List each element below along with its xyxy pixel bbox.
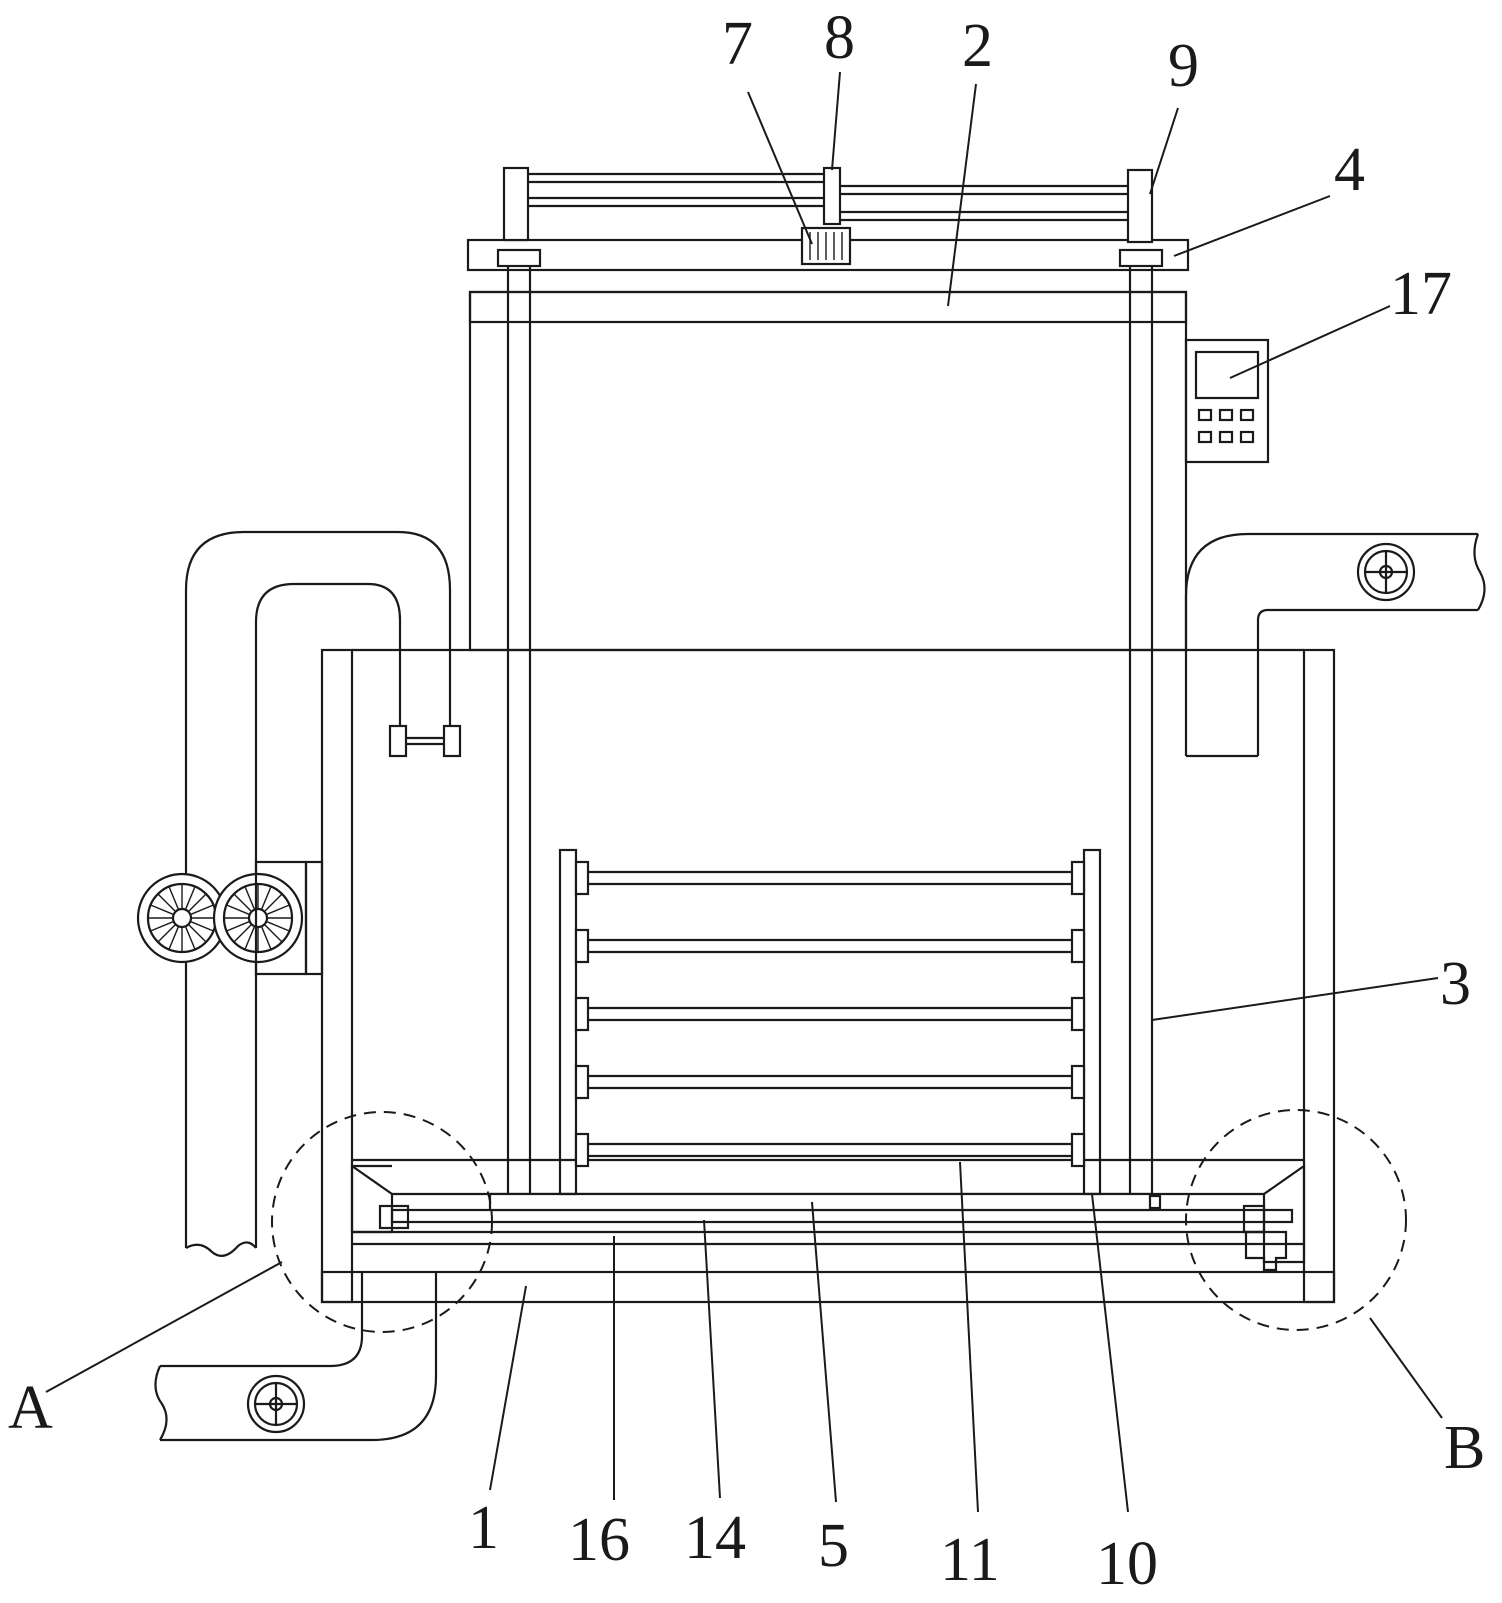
roller: [574, 1064, 1086, 1100]
label-14: 14: [684, 1504, 746, 1572]
rollers: [574, 860, 1086, 1168]
label-17: 17: [1390, 260, 1452, 328]
leader-lines: [45, 71, 1443, 1513]
label-7: 7: [722, 10, 753, 78]
label-3: 3: [1440, 950, 1471, 1018]
label-10: 10: [1096, 1530, 1158, 1598]
lifting-plate: [488, 1192, 1152, 1212]
labels: 7 8 2 9 4 17 3 A B 1 16 14 5 11 10: [8, 4, 1485, 1598]
detail-circle-b: [1185, 1109, 1407, 1331]
detail-circle-a: [271, 1111, 493, 1333]
label-8: 8: [824, 4, 855, 72]
screw-rod-left: [496, 248, 542, 1210]
label-11: 11: [940, 1526, 1000, 1594]
label-5: 5: [818, 1512, 849, 1580]
roller: [574, 860, 1086, 896]
screw-rod-right: [1118, 248, 1164, 1210]
right-outlet-pipe: [1184, 532, 1486, 758]
drive-belts: [502, 166, 1154, 244]
control-panel: [1184, 338, 1270, 464]
left-inlet-pipe: [184, 530, 462, 1257]
pump-mount-plate: [304, 860, 324, 976]
motor: [800, 226, 852, 266]
label-1: 1: [468, 1494, 499, 1562]
rack-frame: [558, 848, 1102, 1196]
label-16: 16: [568, 1506, 630, 1574]
upper-frame: [468, 290, 1188, 652]
pump-wheel-right: [212, 872, 304, 964]
label-b: B: [1444, 1414, 1485, 1482]
roller: [574, 1132, 1086, 1168]
label-a: A: [8, 1374, 53, 1442]
roller: [574, 928, 1086, 964]
pump-wheel-left: [136, 872, 228, 964]
label-4: 4: [1334, 136, 1365, 204]
roller: [574, 996, 1086, 1032]
label-9: 9: [1168, 32, 1199, 100]
label-2: 2: [962, 12, 993, 80]
bottom-tray: [350, 1158, 1306, 1272]
drain-pipe: [154, 1272, 438, 1442]
